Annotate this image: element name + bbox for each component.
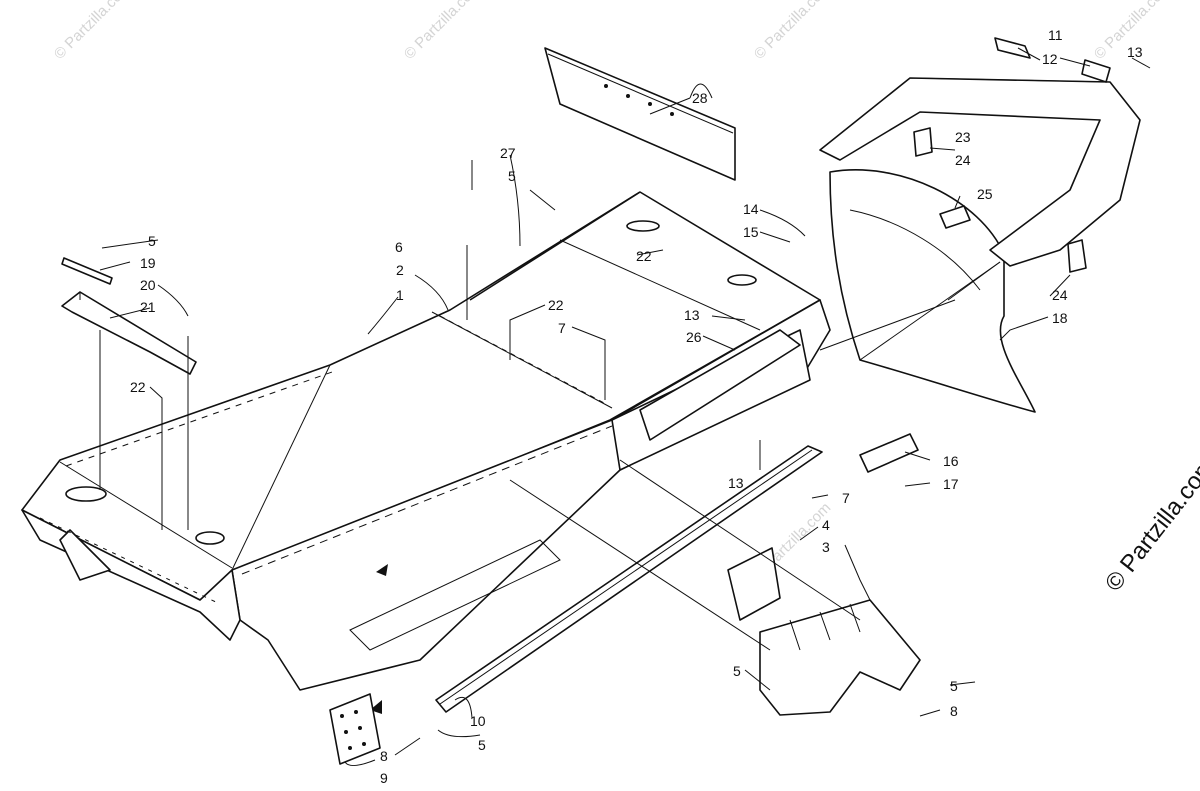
callout-5-b: 5 [508,168,516,184]
callout-15: 15 [743,224,759,240]
part-21-bracket [61,291,197,375]
callout-10: 10 [470,713,486,729]
callout-17: 17 [943,476,959,492]
leader-lines [99,47,1151,766]
callout-27: 27 [500,145,516,161]
part-3-bracket [759,599,921,716]
callout-28: 28 [692,90,708,106]
callout-13-c: 13 [728,475,744,491]
part-1-tunnel [21,191,831,714]
callout-22-c: 22 [548,297,564,313]
callout-20: 20 [140,277,156,293]
part-25-nut [939,205,971,229]
part-18-rear-panel [829,169,1036,413]
callout-7-b: 7 [842,490,850,506]
callout-4: 4 [822,517,830,533]
callout-6: 6 [395,239,403,255]
part-10-rail-strip [435,445,823,713]
callout-9: 9 [380,770,388,786]
callout-5-a: 5 [148,233,156,249]
callout-3: 3 [822,539,830,555]
part-4-bracket [727,547,781,621]
callout-16: 16 [943,453,959,469]
watermark: © Partzilla.com [751,0,834,63]
part-28-snow-flap [544,47,736,181]
part-19-plate [61,257,113,285]
part-24-clip [913,127,1087,273]
callout-25: 25 [977,186,993,202]
part-12-decal [1081,59,1111,83]
callout-24-b: 24 [1052,287,1068,303]
callout-11: 11 [1048,27,1063,43]
callout-23: 23 [955,129,971,145]
callout-5-c: 5 [733,663,741,679]
part-11-decal [994,37,1031,59]
callout-1: 1 [396,287,404,303]
callout-13-a: 13 [1127,44,1143,60]
callout-19: 19 [140,255,156,271]
part-23-grab-bar [819,77,1141,267]
callout-22-b: 22 [636,248,652,264]
callout-12: 12 [1042,51,1058,67]
watermark: © Partzilla.com [401,0,484,63]
callout-26: 26 [686,329,702,345]
callout-2: 2 [396,262,404,278]
part-9-plate [329,693,381,765]
callout-13-b: 13 [684,307,700,323]
callout-14: 14 [743,201,759,217]
callout-21: 21 [140,299,156,315]
callout-24-a: 24 [955,152,971,168]
callout-5-d: 5 [950,678,958,694]
callout-22-a: 22 [130,379,146,395]
callout-8-b: 8 [950,703,958,719]
callout-8-a: 8 [380,748,388,764]
callout-18: 18 [1052,310,1068,326]
callout-5-e: 5 [478,737,486,753]
watermark: © Partzilla.com [51,0,134,63]
callouts: 1 2 3 4 5 5 5 5 5 6 7 7 8 8 9 10 11 12 1… [130,27,1143,786]
part-16-reflector [859,433,919,473]
callout-7-a: 7 [558,320,566,336]
part-2-tunnel-deck-edge [469,191,641,301]
